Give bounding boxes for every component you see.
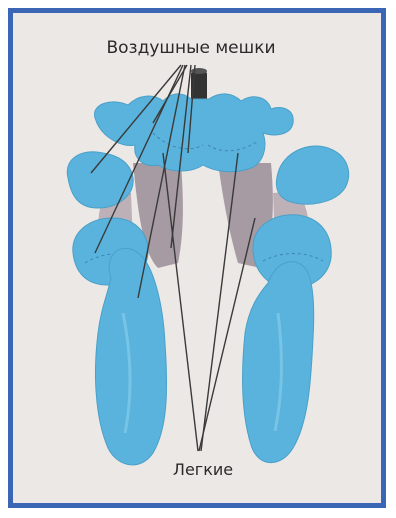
bird-respiratory-diagram: Воздушные мешки Легкие [13,13,381,503]
air-sacs-label: Воздушные мешки [106,38,275,58]
figure-frame: Воздушные мешки Легкие [8,8,386,508]
lungs-label: Легкие [173,460,233,479]
